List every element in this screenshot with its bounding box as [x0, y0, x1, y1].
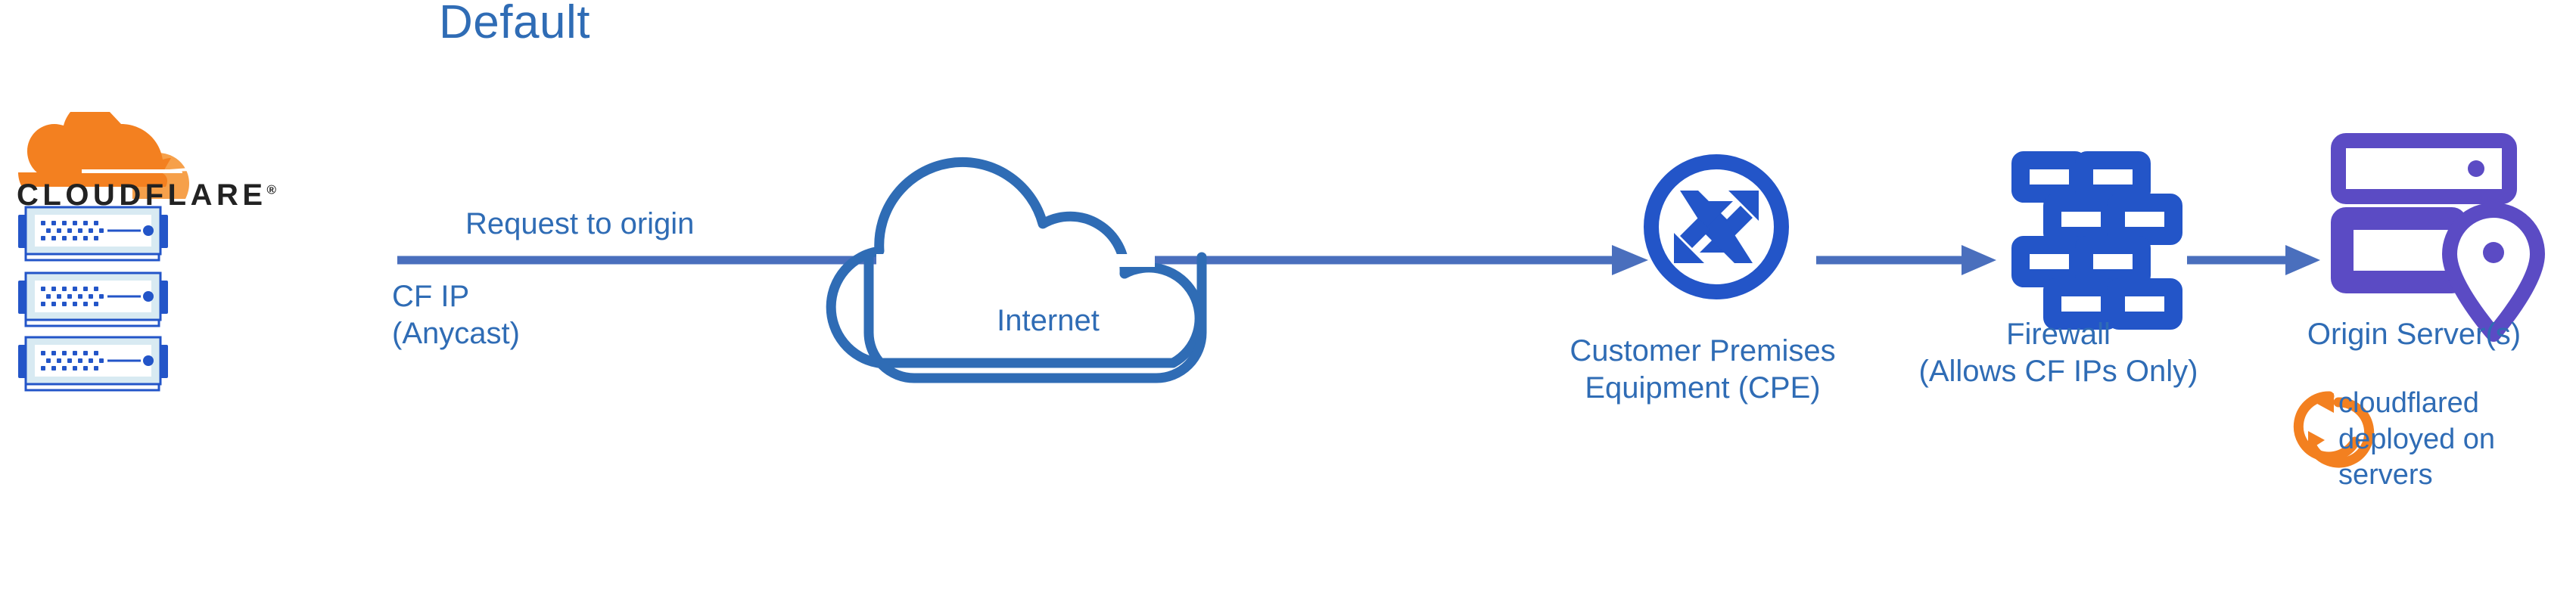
brick-wall-icon[interactable] [2011, 151, 2182, 330]
edge-server-unit[interactable] [14, 333, 173, 397]
page-title: Default [439, 0, 590, 48]
cloudflared-label: cloudflared deployed on servers [2338, 387, 2496, 491]
firewall-to-origin-arrow [2187, 245, 2320, 275]
router-icon[interactable] [1644, 154, 1789, 299]
cpe-label: Customer Premises Equipment (CPE) [1570, 334, 1836, 405]
cloud-outline-icon [826, 157, 1207, 383]
request-arrow-label: Request to origin [465, 207, 695, 240]
sync-refresh-icon [2293, 391, 2375, 468]
origin-server-pin-icon[interactable] [2331, 133, 2545, 342]
internet-label: Internet [997, 304, 1100, 337]
edge-server-unit[interactable] [14, 203, 173, 267]
firewall-label: Firewall (Allows CF IPs Only) [1918, 318, 2198, 388]
cloudflare-cloud-logo [9, 99, 198, 210]
cpe-to-firewall-arrow [1816, 245, 1996, 275]
registered-trademark-icon: ® [266, 182, 277, 197]
origin-server-label: Origin Server(s) [2307, 318, 2522, 351]
edge-server-unit[interactable] [14, 268, 173, 333]
cf-ip-anycast-label: CF IP (Anycast) [392, 280, 520, 350]
